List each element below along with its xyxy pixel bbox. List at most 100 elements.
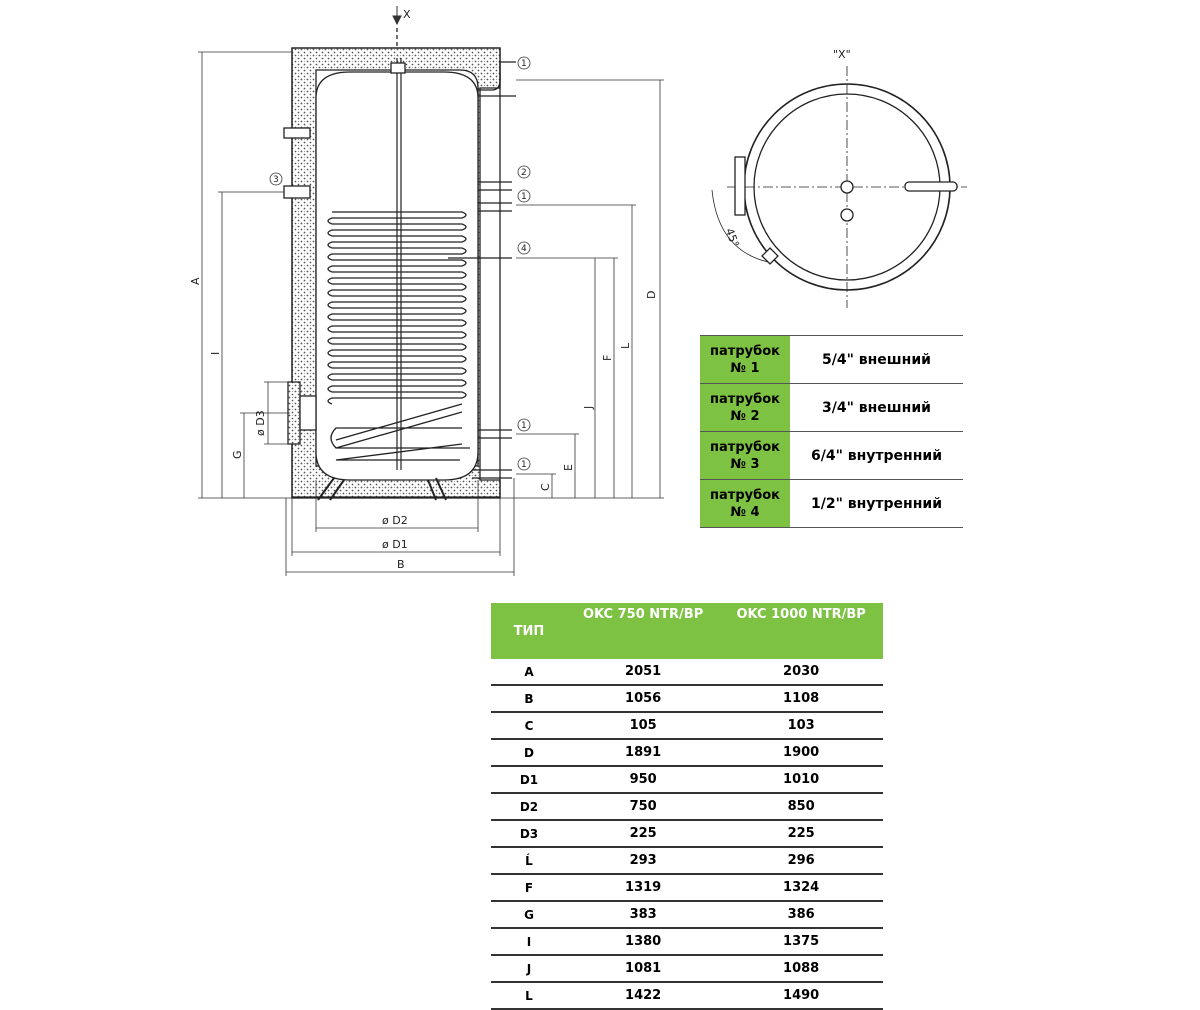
row-key: J	[491, 955, 567, 983]
tank-technical-drawing: A I G ø D3 D L F J E C ø D2 ø D1 B X 1 2…	[189, 6, 967, 576]
row-key: G	[491, 901, 567, 929]
row-key: B	[491, 685, 567, 713]
port-label-line2: № 4	[730, 504, 760, 520]
port-label-line2: № 1	[730, 360, 760, 376]
row-value-750: 293	[567, 847, 720, 875]
row-value-750: 1891	[567, 739, 720, 767]
port-value: 6/4" внутренний	[790, 431, 963, 480]
row-key: C	[491, 712, 567, 740]
angle-label: 45°	[723, 226, 742, 249]
dim-label-i: I	[209, 352, 222, 355]
dimension-table-header: ТИП OKC 750 NTR/BP OKC 1000 NTR/BP	[491, 603, 883, 659]
row-value-750: 1319	[567, 874, 720, 902]
port-value: 3/4" внешний	[790, 383, 963, 432]
row-value-750: 225	[567, 820, 720, 848]
port-label-line1: патрубок	[710, 487, 780, 503]
row-value-750: 2051	[567, 659, 720, 686]
row-key: D3	[491, 820, 567, 848]
heating-coil	[327, 211, 470, 461]
row-key: D2	[491, 793, 567, 821]
row-value-750: 950	[567, 766, 720, 794]
row-value-750: 1056	[567, 685, 720, 713]
connector-num-2: 2	[521, 168, 527, 178]
dim-label-j: J	[582, 406, 595, 410]
connector-num-1b: 1	[521, 192, 527, 202]
row-value-750: 105	[567, 712, 720, 740]
connector-num-1a: 1	[521, 59, 527, 69]
top-view-title: "X"	[833, 48, 851, 61]
port-label-line1: патрубок	[710, 439, 780, 455]
row-value-1000: 1324	[719, 874, 883, 902]
row-value-750: 750	[567, 793, 720, 821]
connector-num-1d: 1	[521, 460, 527, 470]
view-arrow-label: X	[403, 8, 411, 21]
connector-num-3: 3	[273, 175, 279, 185]
dimension-text: A I G ø D3 D L F J E C ø D2 ø D1 B X	[189, 8, 658, 571]
port-label-line2: № 3	[730, 456, 760, 472]
row-key: Ĺ	[491, 847, 567, 875]
tank-side-view	[283, 28, 516, 501]
header-type: ТИП	[491, 603, 567, 659]
row-key: L	[491, 982, 567, 1010]
row-value-1000: 103	[719, 712, 883, 740]
port-value: 1/2" внутренний	[790, 479, 963, 528]
dimension-lines	[198, 51, 664, 576]
row-value-750: 1081	[567, 955, 720, 983]
connector-num-1c: 1	[521, 421, 527, 431]
row-value-750: 1422	[567, 982, 720, 1010]
header-model-1000: OKC 1000 NTR/BP	[719, 603, 883, 659]
row-value-750: 383	[567, 901, 720, 929]
row-value-1000: 1900	[719, 739, 883, 767]
tank-top-view	[711, 66, 967, 308]
connector-num-4: 4	[521, 244, 527, 254]
row-key: A	[491, 659, 567, 686]
dim-label-e: E	[562, 464, 575, 471]
row-value-1000: 296	[719, 847, 883, 875]
row-value-750: 1380	[567, 928, 720, 956]
row-value-1000: 1375	[719, 928, 883, 956]
port-label-line1: патрубок	[710, 391, 780, 407]
row-value-1000: 1088	[719, 955, 883, 983]
row-key: D1	[491, 766, 567, 794]
row-value-1000: 386	[719, 901, 883, 929]
connector-numbers: 1 2 1 4 1 1 3	[273, 59, 527, 470]
tank-foot-right	[427, 477, 447, 501]
dim-label-d: D	[645, 291, 658, 299]
row-value-1000: 1010	[719, 766, 883, 794]
connector-callouts	[269, 56, 531, 471]
dim-label-a: A	[189, 277, 202, 285]
row-key: F	[491, 874, 567, 902]
row-value-1000: 225	[719, 820, 883, 848]
header-model-750: OKC 750 NTR/BP	[567, 603, 720, 659]
dim-label-b: B	[397, 558, 405, 571]
row-value-1000: 850	[719, 793, 883, 821]
row-value-1000: 2030	[719, 659, 883, 686]
dim-label-c: C	[539, 483, 552, 491]
dim-label-d2: ø D2	[382, 514, 408, 527]
row-key: I	[491, 928, 567, 956]
tank-foot-left	[317, 477, 345, 501]
dim-label-d3: ø D3	[254, 410, 267, 436]
